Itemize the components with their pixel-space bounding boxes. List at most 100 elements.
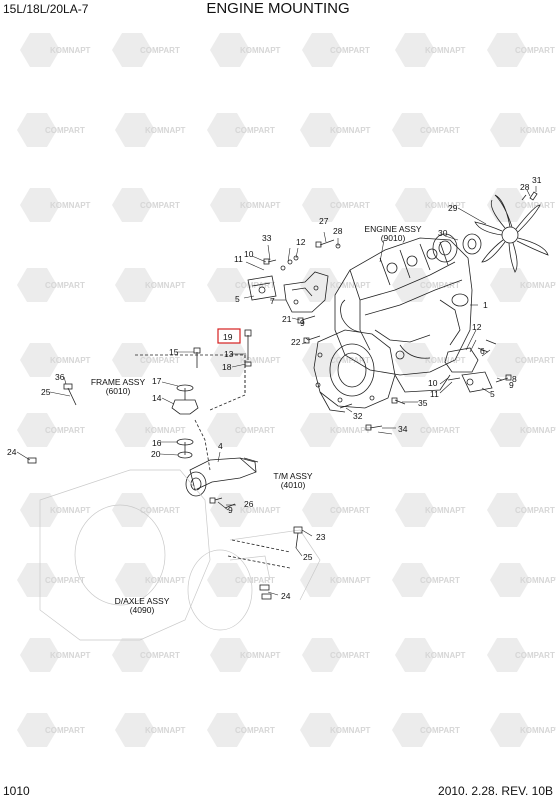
watermark-text-right: COMPART — [330, 201, 370, 210]
watermark-logo: KOMNAPT COMPART — [115, 113, 275, 147]
callout-26: 26 — [244, 499, 254, 509]
watermark-text-right: COMPART — [140, 651, 180, 660]
page-title: ENGINE MOUNTING — [206, 0, 350, 17]
watermark-text-left: KOMNAPT — [50, 651, 91, 660]
watermark-text-right: COMPART — [420, 576, 460, 585]
leader-lines — [16, 186, 537, 596]
watermark-text-right: COMPART — [515, 201, 555, 210]
watermark-text-left: KOMNAPT — [520, 426, 556, 435]
watermark-text-right: COMPART — [140, 506, 180, 515]
callout-8: 8 — [512, 374, 517, 384]
watermark-text-left: KOMNAPT — [145, 576, 186, 585]
watermark-logo: KOMNAPT COMPART — [395, 188, 555, 222]
callout-17: 17 — [152, 376, 162, 386]
watermark-text-right: COMPART — [515, 506, 555, 515]
callout-15: 15 — [169, 347, 179, 357]
watermark-text-right: COMPART — [235, 426, 275, 435]
callout-28-top: 28 — [333, 226, 343, 236]
part-callouts: 1 4 5 5 6 7 8 9 9 9 10 10 11 11 12 12 13… — [7, 175, 542, 601]
watermark-text-left: KOMNAPT — [50, 506, 91, 515]
callout-32: 32 — [353, 411, 363, 421]
callout-19: 19 — [223, 332, 233, 342]
watermark-text-left: KOMNAPT — [425, 201, 466, 210]
watermark-text-right: COMPART — [330, 46, 370, 55]
watermark-text-right: COMPART — [235, 576, 275, 585]
callout-23: 23 — [316, 532, 326, 542]
callout-11-right: 11 — [430, 389, 439, 399]
watermark-text-right: COMPART — [420, 726, 460, 735]
watermark-text-right: COMPART — [235, 126, 275, 135]
engine-assembly-drawing — [313, 233, 473, 413]
watermark-text-left: KOMNAPT — [425, 651, 466, 660]
watermark-text-right: COMPART — [420, 126, 460, 135]
watermark-text-left: KOMNAPT — [240, 201, 281, 210]
watermark-text-right: COMPART — [330, 651, 370, 660]
watermark-text-right: COMPART — [330, 506, 370, 515]
callout-33: 33 — [262, 233, 272, 243]
watermark-text-left: KOMNAPT — [240, 356, 281, 365]
watermark-text-left: KOMNAPT — [330, 426, 371, 435]
callout-7: 7 — [270, 296, 275, 306]
callout-5-right: 5 — [490, 389, 495, 399]
callout-9-upper: 9 — [300, 318, 305, 328]
callout-5-left: 5 — [235, 294, 240, 304]
engine-mount-bracket-left — [247, 239, 341, 344]
callout-31: 31 — [532, 175, 542, 185]
drive-axle-fasteners — [227, 526, 303, 600]
watermark-text-right: COMPART — [330, 356, 370, 365]
callout-11-left: 11 — [234, 254, 243, 264]
callout-28-fan: 28 — [520, 182, 530, 192]
watermark-text-left: KOMNAPT — [330, 576, 371, 585]
watermark-text-left: KOMNAPT — [145, 726, 186, 735]
watermark-text-left: KOMNAPT — [520, 281, 556, 290]
drive-coupling-drawing — [185, 457, 259, 509]
model-label: 15L/18L/20LA-7 — [3, 2, 89, 16]
watermark-logo: KOMNAPT COMPART — [210, 493, 370, 527]
callout-18: 18 — [222, 362, 232, 372]
callout-14: 14 — [152, 393, 162, 403]
watermark-logo: KOMNAPT COMPART — [20, 638, 180, 672]
callout-13: 13 — [224, 349, 234, 359]
daxle-assy-label: D/AXLE ASSY — [115, 596, 170, 606]
drive-axle-drawing — [39, 469, 321, 641]
page-number: 1010 — [3, 784, 30, 798]
callout-1: 1 — [483, 300, 488, 310]
watermark-text-right: COMPART — [45, 426, 85, 435]
callout-16: 16 — [152, 438, 162, 448]
watermark-logo: KOMNAPT COMPART — [115, 563, 275, 597]
watermark-text-right: COMPART — [515, 46, 555, 55]
watermark-text-right: COMPART — [420, 281, 460, 290]
engine-mount-bracket-right — [339, 339, 512, 431]
frame-assy-code: (6010) — [106, 386, 131, 396]
callout-29: 29 — [448, 203, 458, 213]
watermark-text-left: KOMNAPT — [145, 281, 186, 290]
watermark-text-left: KOMNAPT — [145, 126, 186, 135]
tm-assy-label: T/M ASSY — [273, 471, 313, 481]
watermark-logo: KOMNAPT COMPART — [210, 343, 370, 377]
callout-10-right: 10 — [428, 378, 438, 388]
watermark-text-left: KOMNAPT — [50, 356, 91, 365]
engine-assy-code: (9010) — [381, 233, 406, 243]
watermark-text-left: KOMNAPT — [520, 576, 556, 585]
callout-12-right: 12 — [472, 322, 482, 332]
watermark-text-left: KOMNAPT — [520, 726, 556, 735]
callout-6: 6 — [480, 346, 485, 356]
watermark-text-right: COMPART — [45, 126, 85, 135]
watermark-text-left: KOMNAPT — [240, 506, 281, 515]
callout-9-right: 9 — [509, 380, 514, 390]
frame-assy-label: FRAME ASSY — [91, 377, 146, 387]
